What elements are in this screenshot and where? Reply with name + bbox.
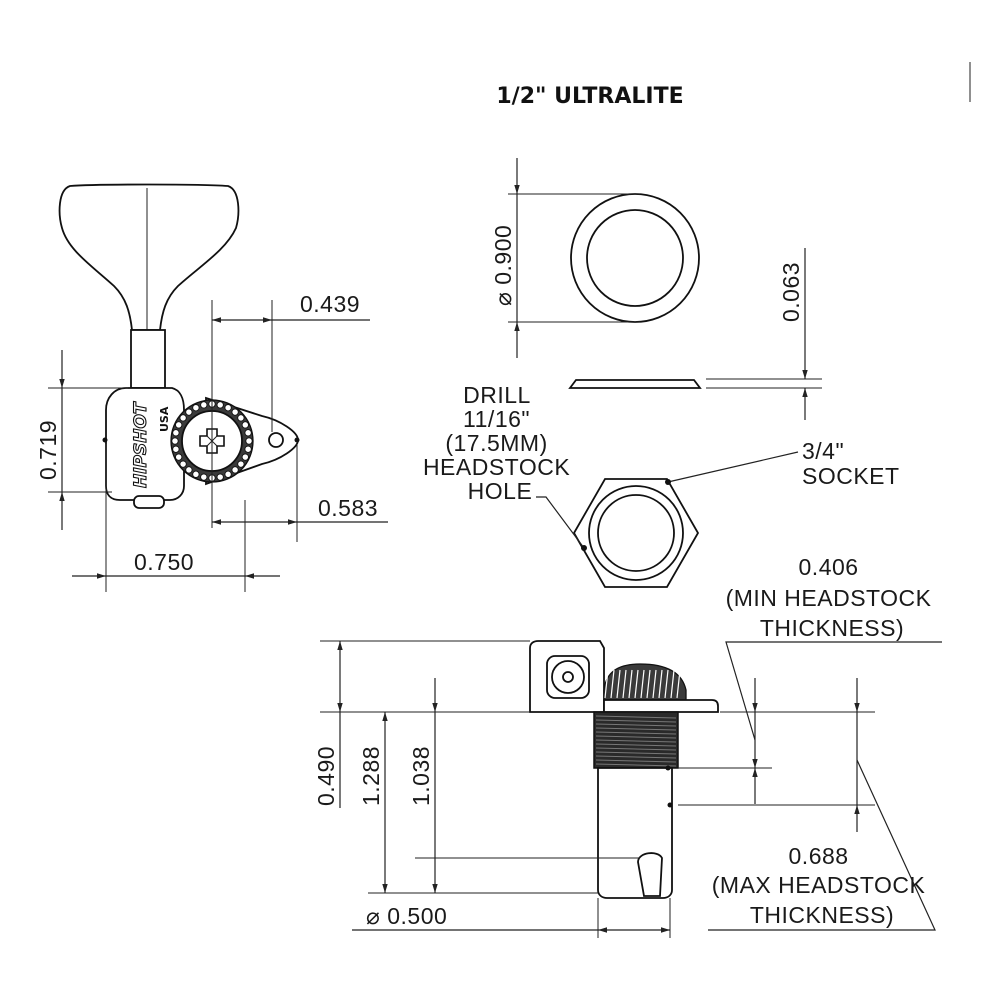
gear-tooth [224, 404, 232, 412]
thread-line [595, 715, 677, 719]
thread-line [595, 755, 677, 759]
drill-note: DRILL 11/16" (17.5MM) HEADSTOCK HOLE [423, 382, 577, 504]
mounting-screw-hole [268, 432, 284, 448]
thread-line [595, 731, 677, 735]
gear-tooth [192, 470, 200, 478]
housing-foot [133, 495, 165, 509]
gear-tooth [224, 470, 232, 478]
drill-leader [536, 496, 585, 549]
bushing-bore [597, 494, 675, 572]
gear-tooth [216, 401, 224, 409]
gear-tooth [241, 421, 249, 429]
datum-point-left [102, 437, 108, 443]
gear-tooth [171, 437, 179, 445]
gear-tooth [244, 445, 252, 453]
gear-tooth [216, 473, 224, 481]
gear-tooth [245, 437, 253, 445]
dim-post-diameter: ⌀ 0.500 [366, 903, 447, 929]
socket-note: 3/4" SOCKET [802, 438, 900, 489]
max-headstock-note: 0.688 (MAX HEADSTOCK THICKNESS) [712, 843, 933, 928]
front-view-dimensions: 0.439 0.583 0.719 0.750 [35, 291, 388, 592]
side-gear-tooth [604, 669, 609, 699]
tuner-key [58, 183, 240, 331]
side-gear-tooth [610, 669, 615, 699]
thread-line [595, 719, 677, 723]
thread-line [595, 763, 677, 767]
gear-tooth [179, 414, 187, 422]
dim-width: 0.750 [134, 549, 194, 575]
dim-washer-diameter: ⌀ 0.900 [490, 225, 516, 306]
tuner-front-view: HIPSHOT USA [58, 183, 300, 509]
gear-tooth [172, 429, 180, 437]
thread-line [595, 759, 677, 763]
gear-tooth [175, 421, 183, 429]
tuner-side-view [529, 640, 719, 899]
side-gear-tooth [664, 669, 669, 699]
dim-ear-offset: 0.583 [318, 495, 378, 521]
dim-post-offset: 0.439 [300, 291, 360, 317]
gear-tooth [175, 453, 183, 461]
thread-line [595, 727, 677, 731]
side-gear-tooth [628, 669, 633, 699]
dim-head-height: 0.490 [313, 746, 339, 806]
gear-tooth [185, 466, 193, 474]
side-shaft-inner [562, 671, 574, 683]
side-gear-teeth [604, 669, 681, 699]
thread-line [595, 723, 677, 727]
washer-side-view: 0.063 [568, 248, 822, 420]
side-gear-tooth [646, 669, 651, 699]
side-view-dimensions: 0.490 1.288 1.038 ⌀ 0.500 0.406 (MIN HEA… [313, 554, 942, 938]
thread-line [595, 747, 677, 751]
thread-line [595, 743, 677, 747]
side-gear-tooth [652, 669, 657, 699]
brand-logo: HIPSHOT USA [130, 401, 171, 489]
gear-tooth [231, 408, 239, 416]
gear-tooth [179, 460, 187, 468]
side-gear-tooth [634, 669, 639, 699]
svg-text:USA: USA [158, 406, 171, 432]
min-headstock-leader [725, 641, 942, 741]
thread-line [595, 751, 677, 755]
drawing-title: 1/2" ULTRALITE [496, 84, 683, 109]
dim-height: 0.719 [35, 420, 61, 480]
tuner-housing [105, 387, 185, 501]
gear-tooth [200, 401, 208, 409]
side-gear-tooth [616, 669, 621, 699]
max-headstock-leader [708, 759, 936, 931]
washer-inner [586, 209, 684, 307]
thread-line [595, 739, 677, 743]
side-gear-tooth [676, 669, 681, 699]
hex-bushing-view: DRILL 11/16" (17.5MM) HEADSTOCK HOLE 3/4… [423, 382, 900, 588]
gear-tooth [200, 473, 208, 481]
min-headstock-note: 0.406 (MIN HEADSTOCK THICKNESS) [726, 554, 939, 641]
gear-tooth [231, 466, 239, 474]
dim-washer-thickness: 0.063 [778, 262, 804, 322]
key-shaft [130, 329, 166, 389]
socket-leader [667, 451, 799, 483]
side-gear-tooth [670, 669, 675, 699]
gear-tooth [237, 460, 245, 468]
side-washer-plate [603, 699, 719, 713]
side-gear-tooth [658, 669, 663, 699]
svg-text:HIPSHOT: HIPSHOT [131, 401, 151, 488]
washer-profile [568, 379, 702, 389]
dim-total-height: 1.288 [358, 746, 384, 806]
gear-tooth [192, 404, 200, 412]
gear-tooth [241, 453, 249, 461]
side-gear-tooth [622, 669, 627, 699]
dim-post-height: 1.038 [408, 746, 434, 806]
datum-point-right [294, 437, 300, 443]
side-gear-tooth [640, 669, 645, 699]
gear-tooth [185, 408, 193, 416]
thread-line [595, 735, 677, 739]
gear-tooth [172, 445, 180, 453]
gear-tooth [237, 414, 245, 422]
thread-lines [595, 715, 677, 767]
gear-tooth [244, 429, 252, 437]
washer-view: ⌀ 0.900 [490, 158, 700, 358]
side-gear [603, 663, 687, 701]
